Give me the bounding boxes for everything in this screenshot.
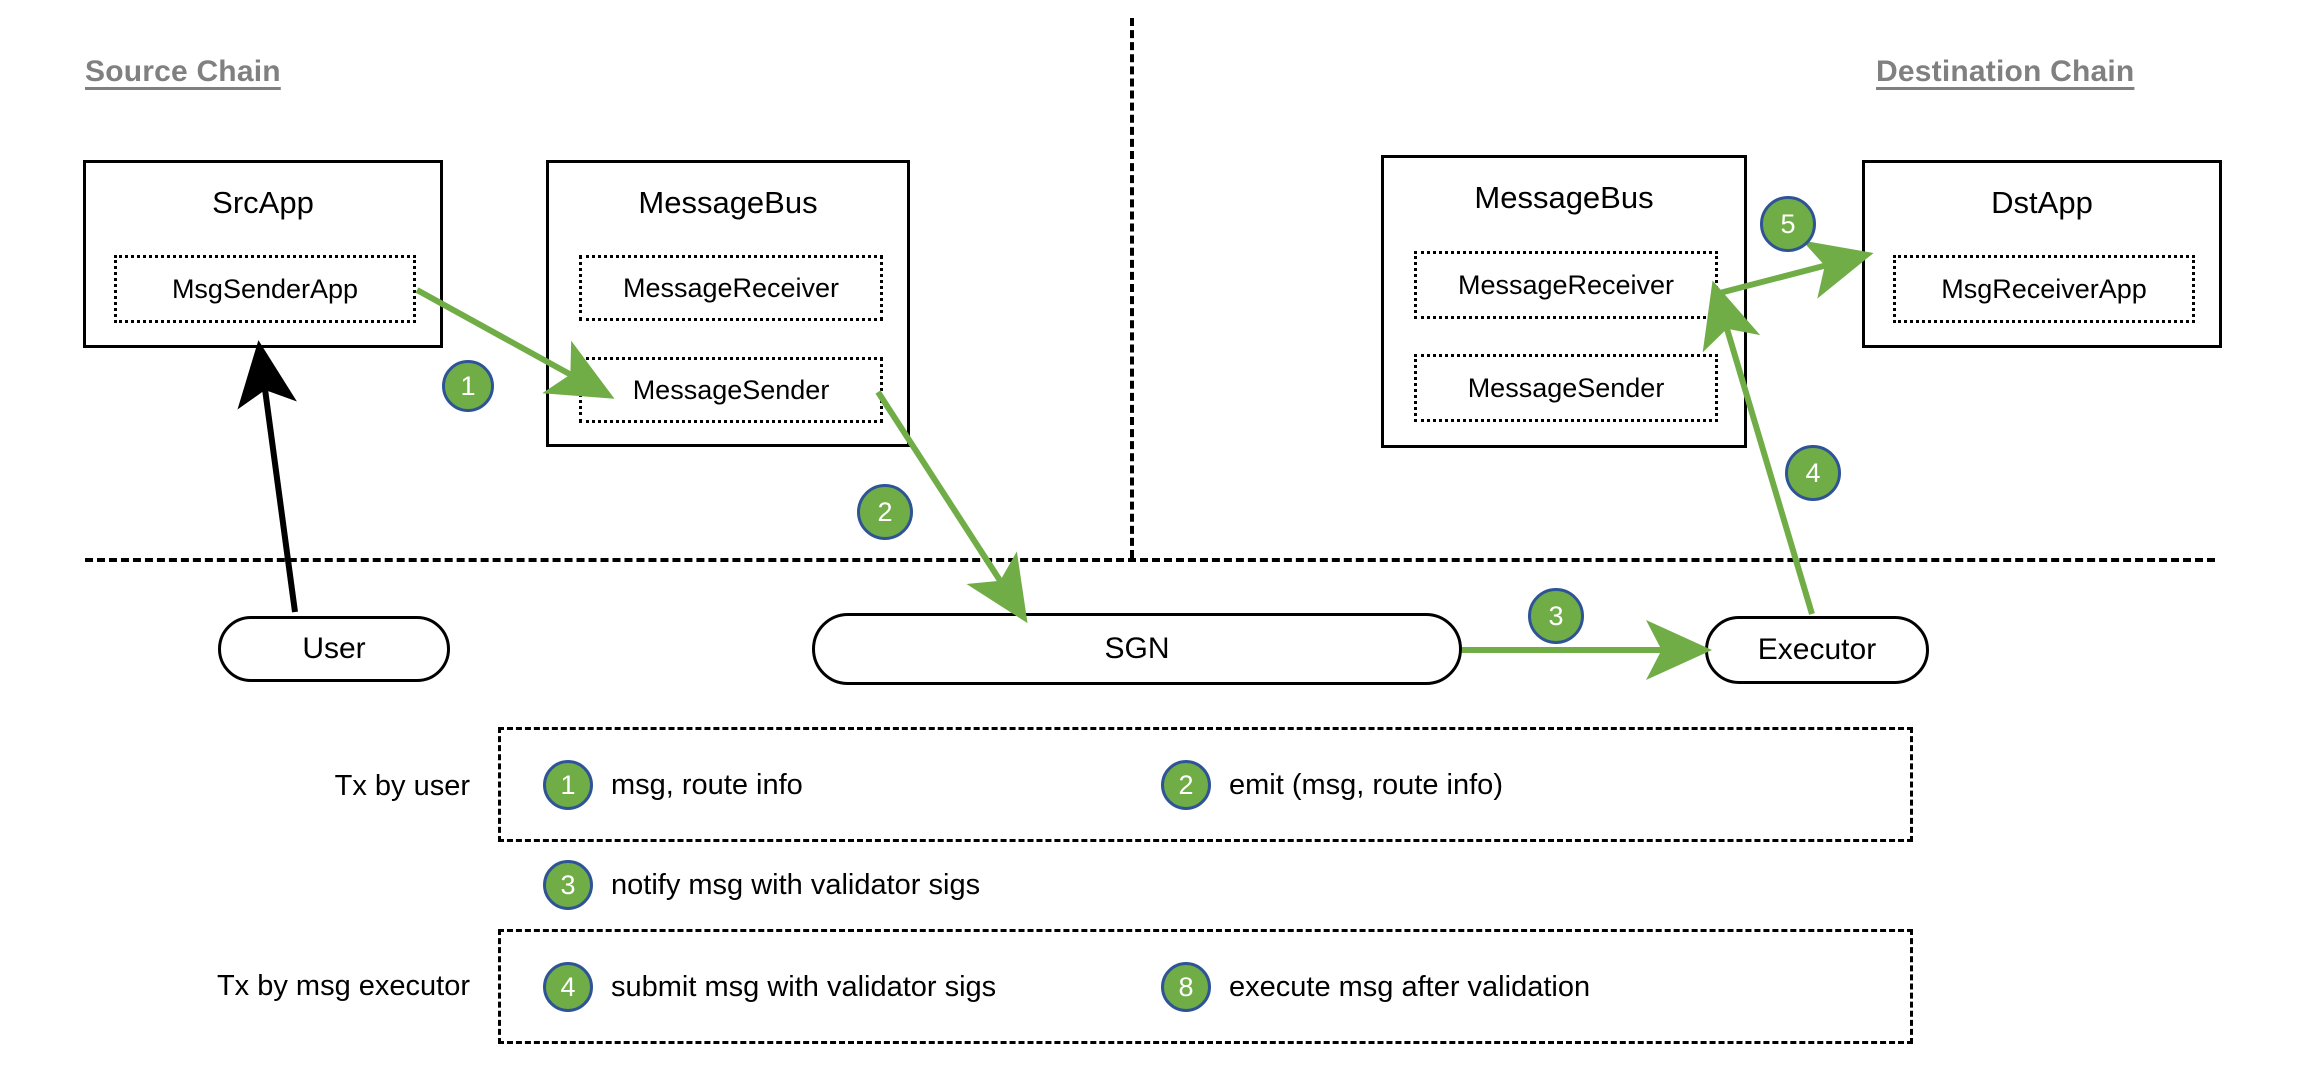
- legend-text-2: emit (msg, route info): [1229, 768, 1503, 801]
- source-chain-label: Source Chain: [85, 55, 281, 88]
- onchain-offchain-divider: [85, 558, 2215, 562]
- arrow-user-to-srcapp: [237, 340, 298, 613]
- badge-step-4[interactable]: 4: [1785, 445, 1841, 501]
- badge-step-3[interactable]: 3: [1528, 588, 1584, 644]
- legend-text-4: submit msg with validator sigs: [611, 970, 997, 1003]
- legend-item-2[interactable]: 2 emit (msg, route info): [1161, 760, 1503, 810]
- dst-message-bus-box[interactable]: MessageBus MessageReceiver MessageSender: [1381, 155, 1747, 448]
- legend-badge-8: 8: [1161, 962, 1211, 1012]
- legend-text-1: msg, route info: [611, 768, 803, 801]
- badge-step-5[interactable]: 5: [1760, 196, 1816, 252]
- legend-text-8: execute msg after validation: [1229, 970, 1591, 1003]
- legend-text-3: notify msg with validator sigs: [611, 868, 981, 901]
- src-app-box[interactable]: SrcApp MsgSenderApp: [83, 160, 443, 348]
- dst-module-message-receiver[interactable]: MessageReceiver: [1414, 251, 1718, 319]
- sgn-node[interactable]: SGN: [812, 613, 1462, 685]
- dst-module-message-sender[interactable]: MessageSender: [1414, 354, 1718, 422]
- src-module-message-receiver[interactable]: MessageReceiver: [579, 255, 883, 321]
- chain-divider-vertical: [1130, 18, 1134, 558]
- destination-chain-label: Destination Chain: [1876, 55, 2135, 88]
- legend-item-1[interactable]: 1 msg, route info: [543, 760, 803, 810]
- dst-message-bus-title: MessageBus: [1474, 180, 1654, 215]
- badge-step-1[interactable]: 1: [442, 360, 494, 412]
- module-msg-receiver-app[interactable]: MsgReceiverApp: [1893, 255, 2195, 323]
- dst-app-box[interactable]: DstApp MsgReceiverApp: [1862, 160, 2222, 348]
- src-message-bus-title: MessageBus: [638, 185, 818, 220]
- legend-item-8[interactable]: 8 execute msg after validation: [1161, 962, 1590, 1012]
- legend-badge-3: 3: [543, 860, 593, 910]
- legend-box-tx-by-user: [498, 727, 1913, 842]
- legend-item-4[interactable]: 4 submit msg with validator sigs: [543, 962, 996, 1012]
- dst-app-title: DstApp: [1991, 185, 2093, 220]
- src-module-message-sender[interactable]: MessageSender: [579, 357, 883, 423]
- legend-label-tx-by-user: Tx by user: [334, 770, 470, 802]
- user-node[interactable]: User: [218, 616, 450, 682]
- legend-badge-2: 2: [1161, 760, 1211, 810]
- legend-item-3[interactable]: 3 notify msg with validator sigs: [543, 860, 980, 910]
- executor-node[interactable]: Executor: [1705, 616, 1929, 684]
- src-message-bus-box[interactable]: MessageBus MessageReceiver MessageSender: [546, 160, 910, 447]
- legend-badge-1: 1: [543, 760, 593, 810]
- legend-label-tx-by-msg-executor: Tx by msg executor: [216, 970, 470, 1002]
- module-msg-sender-app[interactable]: MsgSenderApp: [114, 255, 416, 323]
- badge-step-2[interactable]: 2: [857, 484, 913, 540]
- src-app-title: SrcApp: [212, 185, 314, 220]
- legend-box-tx-by-msg-executor: [498, 929, 1913, 1044]
- legend-badge-4: 4: [543, 962, 593, 1012]
